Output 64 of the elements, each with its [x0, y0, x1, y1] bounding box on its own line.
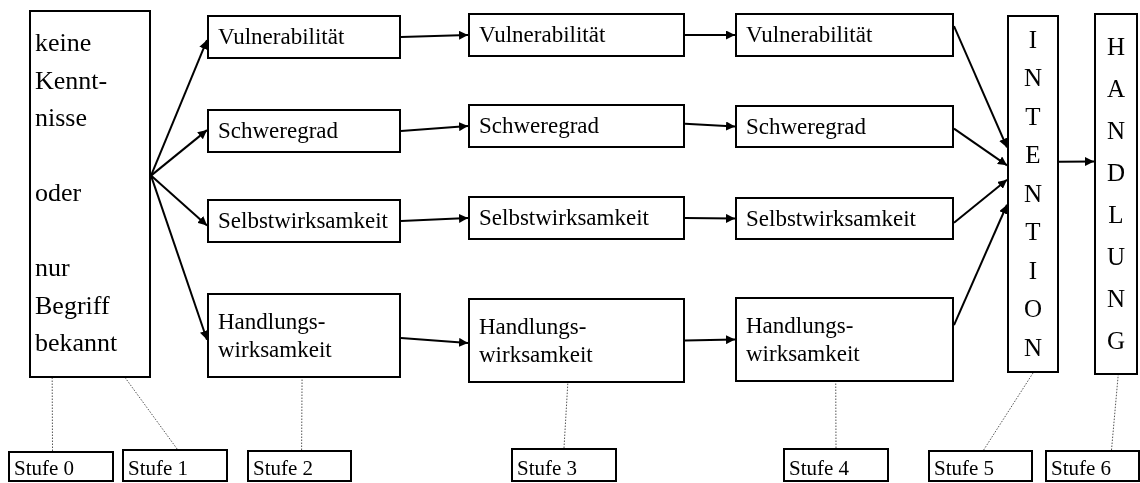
stage-label-box [783, 448, 889, 482]
node-text: Stufe 0 [14, 456, 75, 480]
arrow [684, 121, 736, 131]
node-text: Stufe 4 [789, 456, 850, 480]
process-box [735, 105, 954, 148]
process-box [207, 293, 401, 378]
process-box [468, 13, 685, 57]
stage-label-box [247, 450, 352, 482]
process-box [207, 15, 401, 59]
leader-line [124, 377, 178, 450]
arrow [400, 213, 469, 223]
leader-line [983, 372, 1034, 451]
arrow [684, 30, 736, 40]
leader-line [1111, 374, 1119, 451]
process-box [735, 197, 954, 240]
process-box [207, 199, 401, 243]
leader-line [835, 381, 837, 449]
stage-label-box [8, 451, 114, 482]
leader-line [51, 377, 53, 452]
process-box [735, 297, 954, 382]
node-text: INTENTION [1023, 24, 1043, 363]
arrow [400, 122, 469, 132]
arrow [400, 30, 469, 40]
node-text: Selbstwirksamkeit [746, 204, 916, 233]
node-text: Stufe 1 [128, 456, 189, 480]
node-text: Stufe 3 [517, 456, 578, 480]
node-text: Stufe 2 [253, 456, 314, 480]
stage-label-box [122, 449, 228, 482]
node-text: Schweregrad [479, 112, 600, 140]
leader-line [563, 382, 569, 449]
arrow [150, 129, 208, 177]
leader-line [301, 377, 303, 451]
node-text: oder [35, 177, 83, 209]
arrow [684, 213, 736, 223]
stage-label-box [1045, 450, 1140, 482]
node-text: Stufe 5 [934, 456, 995, 480]
node-text: Vulnerabilität [746, 21, 873, 49]
node-text: Selbstwirksamkeit [479, 204, 649, 232]
stage-box [1007, 15, 1059, 373]
node-text: Schweregrad [218, 117, 339, 145]
stage-label-box [928, 450, 1033, 482]
arrow [400, 337, 469, 347]
stage-box [1094, 13, 1138, 375]
process-box [468, 298, 685, 383]
node-text: Vulnerabilität [218, 23, 345, 51]
arrow [684, 335, 736, 345]
node-text: Stufe 6 [1051, 456, 1112, 480]
process-box [468, 104, 685, 148]
node-text: Schweregrad [746, 112, 867, 141]
knowledge-box [29, 10, 151, 378]
node-text: HANDLUNG [1106, 32, 1126, 356]
node-text: Selbstwirksamkeit [218, 207, 388, 235]
process-box [207, 109, 401, 153]
arrow [150, 174, 208, 227]
node-text: nur Begriff bekannt [35, 252, 119, 359]
arrow [953, 127, 1008, 167]
node-text: keine Kennt- nisse [35, 27, 109, 134]
stage-label-box [511, 448, 617, 482]
process-box [468, 196, 685, 240]
process-box [735, 13, 954, 57]
arrow [953, 25, 1008, 149]
arrow [1058, 157, 1095, 166]
node-text: Vulnerabilität [479, 21, 606, 49]
arrow [953, 178, 1008, 224]
